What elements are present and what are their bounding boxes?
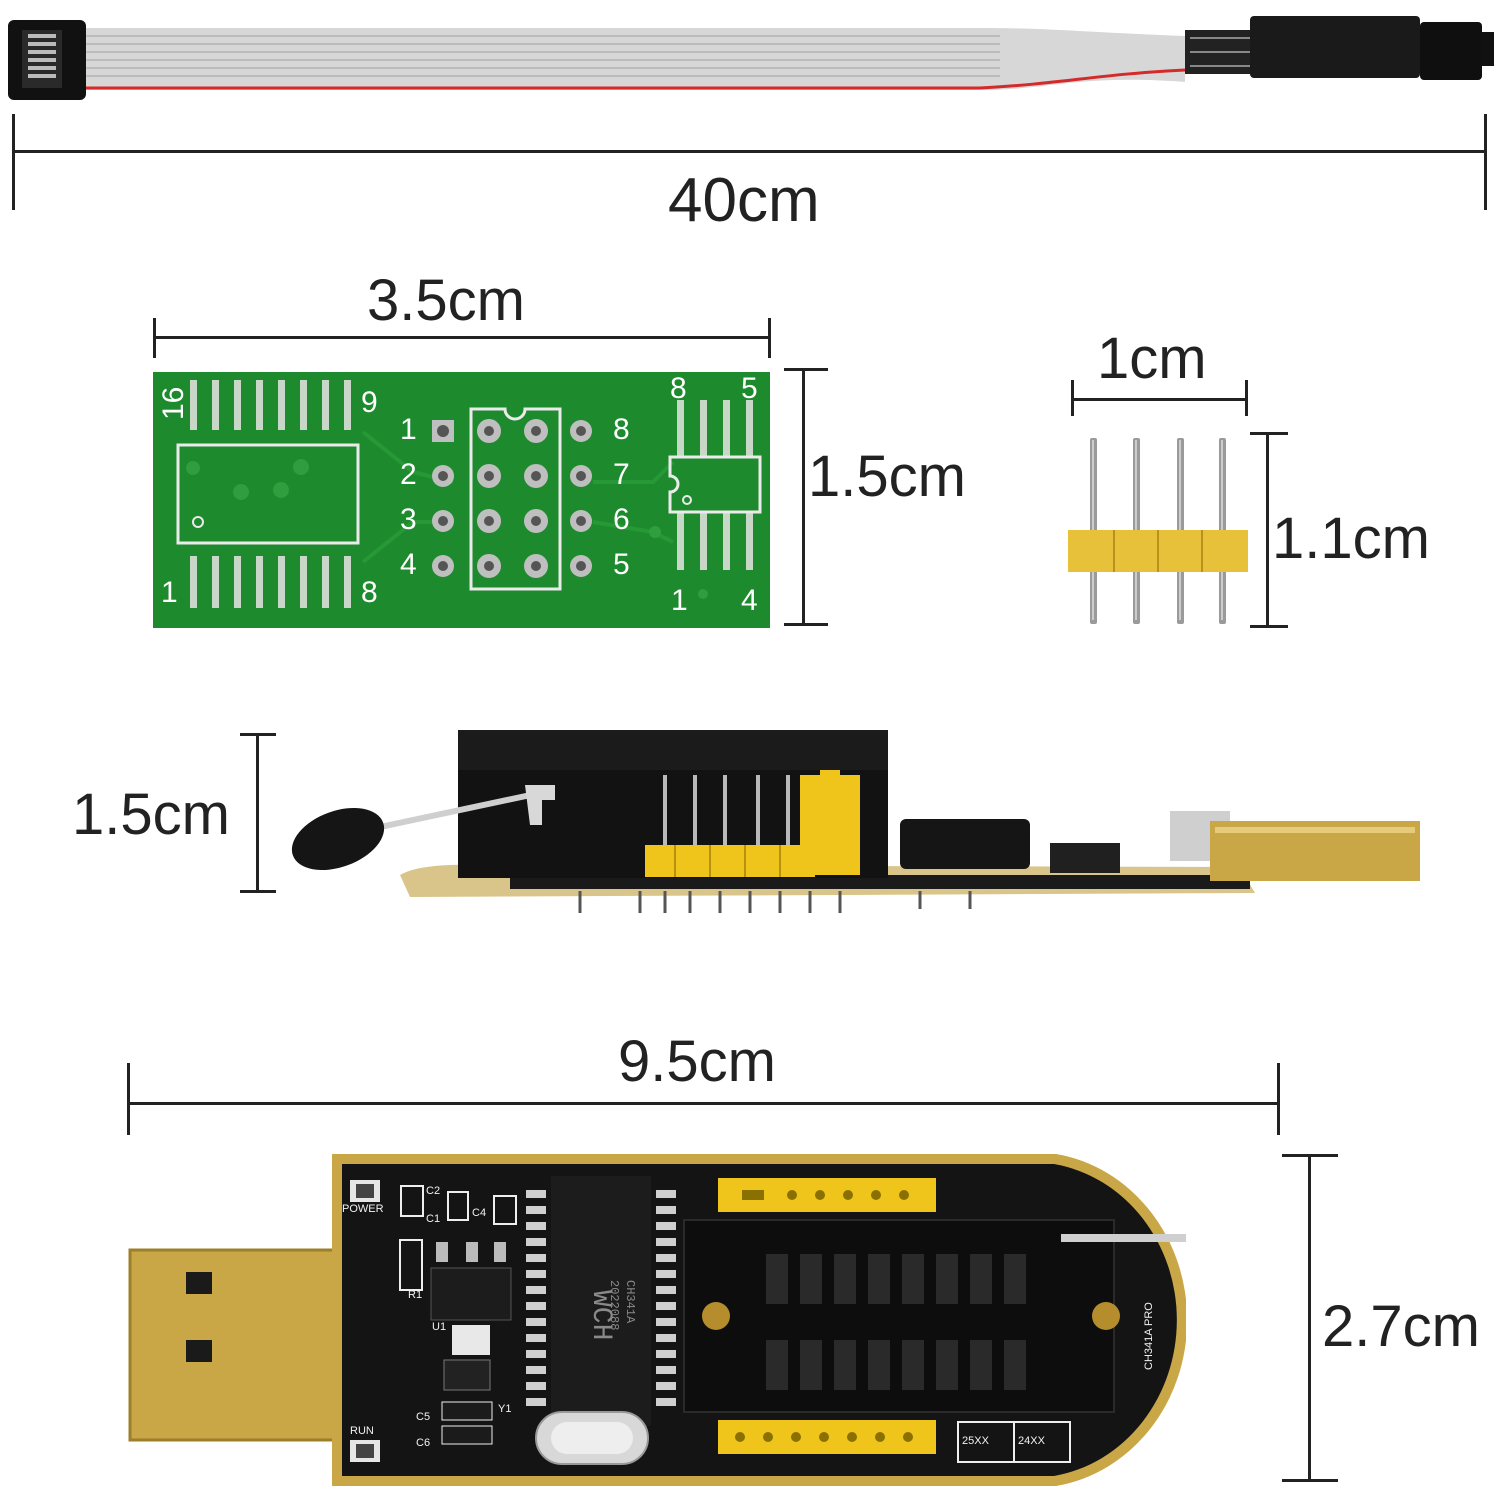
dip-pin1-label: 1 <box>400 413 417 446</box>
c4-silk-label: C4 <box>472 1207 487 1219</box>
header-height-label: 1.1cm <box>1272 506 1430 571</box>
header-width-tick-right <box>1245 380 1248 416</box>
cable-dimension-tick-right <box>1484 114 1487 210</box>
programmer-board-image <box>128 1154 1186 1486</box>
ribbon-cable-image <box>8 16 1494 100</box>
dip-pin7-label: 7 <box>613 458 630 491</box>
programmer-width-tick-top <box>1282 1154 1338 1157</box>
run-silk-label: RUN <box>350 1425 374 1437</box>
side-height-tick-top <box>240 733 276 736</box>
dip-pin8-label: 8 <box>613 413 630 446</box>
board-name-silk-label: CH341A PRO <box>1143 1302 1155 1370</box>
pin-header <box>1066 430 1250 630</box>
side-height-tick-bottom <box>240 890 276 893</box>
header-height-tick-top <box>1250 432 1288 435</box>
programmer-length-label: 9.5cm <box>618 1029 776 1094</box>
soic16-pin1-label: 1 <box>161 576 178 609</box>
chip-model-label: CH341A <box>623 1280 637 1324</box>
pin-header-image <box>1068 438 1248 624</box>
dip-pin2-label: 2 <box>400 458 417 491</box>
soic8-pin4-label: 4 <box>741 584 758 617</box>
soic16-pin16-label: 16 <box>157 386 190 420</box>
adapter-height-line <box>802 368 805 626</box>
side-height-line <box>256 733 259 893</box>
header-width-line <box>1072 398 1248 401</box>
dip-pin4-label: 4 <box>400 548 417 581</box>
24xx-silk-label: 24XX <box>1018 1435 1045 1447</box>
programmer-side-image <box>291 730 1420 913</box>
programmer-width-label: 2.7cm <box>1322 1294 1480 1359</box>
adapter-width-line <box>153 336 771 339</box>
dip-pin3-label: 3 <box>400 503 417 536</box>
programmer-length-line <box>128 1102 1280 1105</box>
adapter-height-label: 1.5cm <box>808 444 966 509</box>
cable-assembly <box>0 0 1497 110</box>
programmer-width-tick-bottom <box>1282 1479 1338 1482</box>
cable-dimension-tick-left <box>12 114 15 210</box>
side-height-label: 1.5cm <box>72 782 230 847</box>
programmer-board: POWER RUN C2 C1 C4 R1 U1 Y1 C5 C6 25XX 2… <box>126 1150 1186 1490</box>
25xx-silk-label: 25XX <box>962 1435 989 1447</box>
header-width-label: 1cm <box>1097 326 1207 391</box>
c6-silk-label: C6 <box>416 1437 431 1449</box>
adapter-height-tick-bottom <box>784 623 828 626</box>
c2-silk-label: C2 <box>426 1185 441 1197</box>
c1-silk-label: C1 <box>426 1213 441 1225</box>
adapter-board-traces <box>176 380 762 608</box>
cable-dimension-line <box>12 150 1487 153</box>
header-height-line <box>1266 432 1269 628</box>
soic16-pin9-label: 9 <box>361 386 378 419</box>
soic8-pin8-label: 8 <box>670 372 687 405</box>
u1-silk-label: U1 <box>432 1321 447 1333</box>
soic16-pin8-label: 8 <box>361 576 378 609</box>
y1-silk-label: Y1 <box>498 1403 512 1415</box>
soic8-pin1-label: 1 <box>671 584 688 617</box>
r1-silk-label: R1 <box>408 1289 423 1301</box>
dip-pin5-label: 5 <box>613 548 630 581</box>
dip-pin6-label: 6 <box>613 503 630 536</box>
adapter-width-tick-right <box>768 318 771 358</box>
programmer-width-line <box>1308 1154 1311 1482</box>
adapter-width-label: 3.5cm <box>367 268 525 333</box>
chip-code-label: 2022088 <box>607 1280 621 1331</box>
programmer-length-tick-right <box>1277 1063 1280 1135</box>
adapter-width-tick-left <box>153 318 156 358</box>
adapter-height-tick-top <box>784 368 828 371</box>
header-height-tick-bottom <box>1250 625 1288 628</box>
c5-silk-label: C5 <box>416 1411 431 1423</box>
adapter-board: 16 9 1 8 1 2 3 4 8 7 6 5 8 5 1 4 <box>153 372 770 628</box>
soic8-pin5-label: 5 <box>741 372 758 405</box>
programmer-side-view <box>280 715 1430 925</box>
programmer-length-tick-left <box>127 1063 130 1135</box>
power-silk-label: POWER <box>342 1203 384 1215</box>
header-width-tick-left <box>1071 380 1074 416</box>
cable-length-label: 40cm <box>668 166 820 235</box>
